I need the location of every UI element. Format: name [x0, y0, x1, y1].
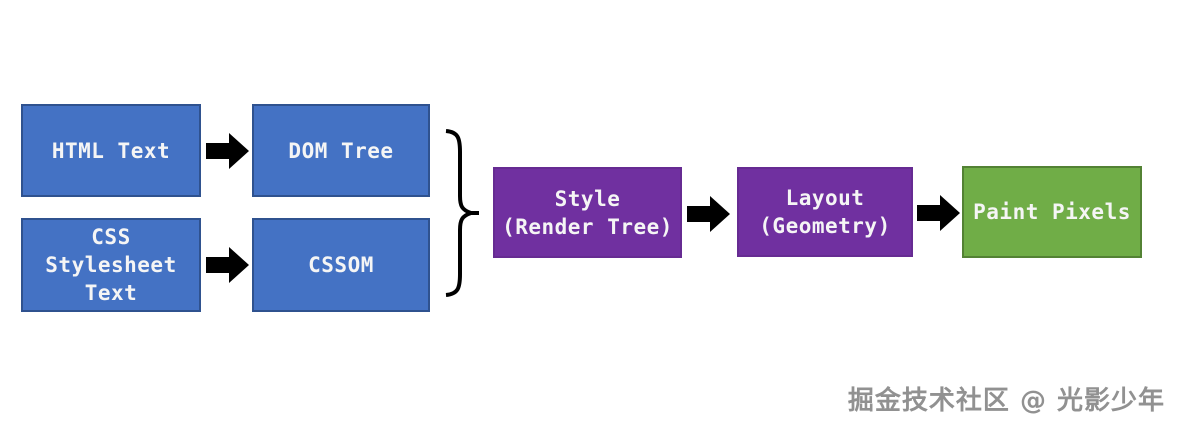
merge-curly-brace-icon [445, 129, 479, 297]
node-layout-geometry-label: Layout (Geometry) [759, 186, 891, 238]
node-html-text: HTML Text [21, 104, 201, 197]
arrow-right-icon [206, 133, 249, 169]
arrow-right-icon [687, 196, 730, 232]
node-cssom-label: CSSOM [308, 253, 374, 277]
node-paint-pixels: Paint Pixels [962, 166, 1142, 258]
node-html-text-label: HTML Text [51, 138, 171, 163]
arrow-right-icon [206, 247, 249, 283]
arrow-right-icon [917, 195, 960, 231]
node-dom-tree-label: DOM Tree [288, 138, 394, 163]
node-css-stylesheet-text-label: CSS Stylesheet Text [45, 225, 177, 305]
node-style-render-tree: Style (Render Tree) [493, 167, 682, 258]
watermark-text: 掘金技术社区 @ 光影少年 [847, 386, 1165, 416]
node-layout-geometry: Layout (Geometry) [737, 167, 913, 257]
node-paint-pixels-label: Paint Pixels [973, 200, 1131, 224]
node-dom-tree: DOM Tree [252, 104, 430, 197]
node-css-stylesheet-text: CSS Stylesheet Text [21, 218, 201, 312]
node-style-render-tree-label: Style (Render Tree) [502, 186, 673, 239]
node-cssom: CSSOM [252, 218, 430, 312]
